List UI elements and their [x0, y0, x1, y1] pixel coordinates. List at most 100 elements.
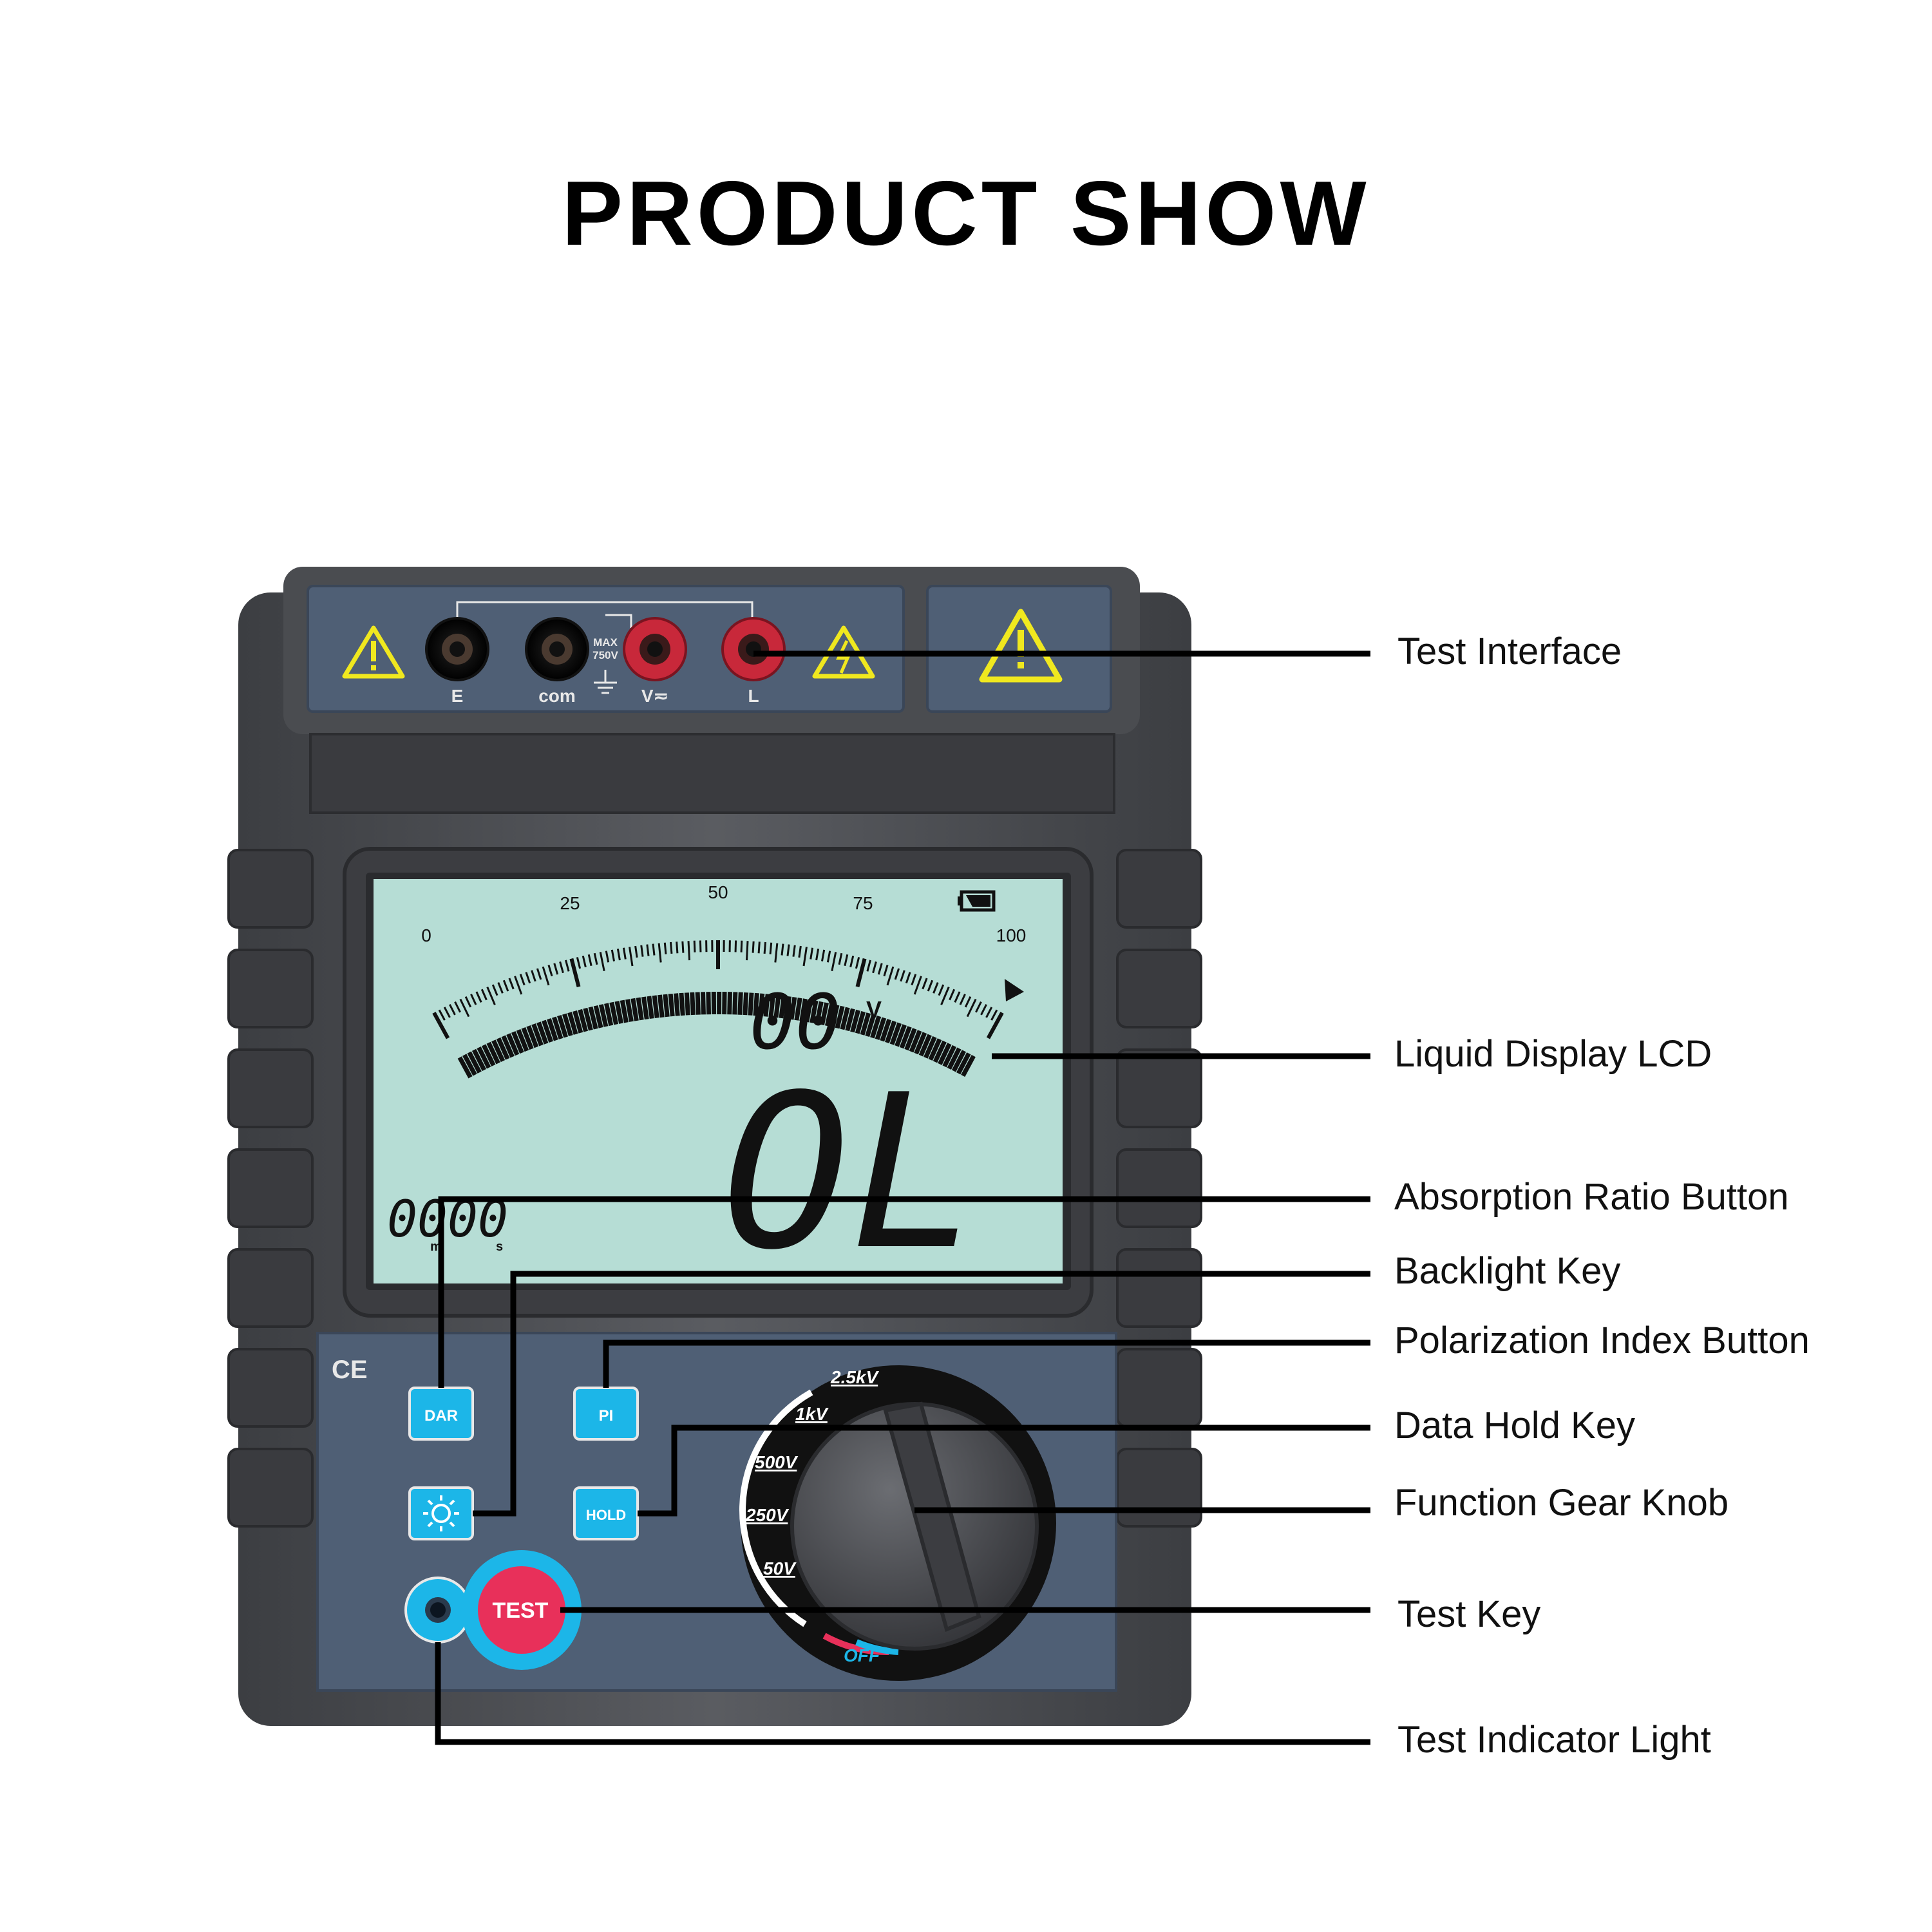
- scale-bar-segment: [690, 992, 696, 1016]
- test-button-label: TEST: [493, 1598, 549, 1623]
- scale-bar-segment: [593, 1005, 603, 1028]
- scale-tick: [831, 952, 837, 972]
- dar-button[interactable]: DAR: [408, 1387, 474, 1441]
- scale-bar-segment: [743, 992, 749, 1016]
- scale-tick: [821, 949, 826, 961]
- scale-bar-segment: [815, 1001, 824, 1025]
- scale-bar-segment: [668, 993, 675, 1017]
- jack-com[interactable]: [525, 617, 589, 681]
- scale-tick: [734, 940, 737, 952]
- callout-test-key: Test Key: [1397, 1593, 1541, 1635]
- scale-bar-segment: [918, 1034, 932, 1057]
- scale-tick: [954, 991, 961, 1003]
- scale-bar-segment: [850, 1009, 860, 1033]
- scale-tick: [629, 947, 634, 967]
- lcd-main-reading: OL: [722, 1049, 978, 1296]
- scale-bar-segment: [462, 1054, 477, 1076]
- scale-tick: [900, 970, 905, 982]
- scale-tick: [438, 1009, 446, 1021]
- scale-tick: [949, 989, 956, 1001]
- test-indicator-light: [404, 1577, 471, 1643]
- scale-bar-segment: [737, 992, 743, 1015]
- scale-tick: [582, 955, 587, 968]
- scale-bar-segment: [657, 994, 665, 1018]
- scale-bar-segment: [506, 1033, 520, 1056]
- scale-tick: [669, 942, 673, 954]
- scale-tick: [872, 961, 877, 974]
- ground-icon: [594, 670, 617, 694]
- scale-bar-segment: [870, 1015, 882, 1039]
- scale-bar-segment: [895, 1024, 907, 1047]
- scale-bar-segment: [789, 996, 797, 1020]
- scale-bar-segment: [625, 999, 634, 1022]
- scale-tick: [559, 961, 564, 974]
- scale-bar-segment: [496, 1037, 510, 1060]
- scale-bar-segment: [562, 1013, 573, 1037]
- scale-tick: [792, 945, 796, 957]
- scale-bar-segment: [829, 1004, 840, 1028]
- knob-label-2-5kv: 2.5kV: [830, 1367, 879, 1387]
- scale-tick: [815, 949, 820, 961]
- scale-bar-segment: [753, 992, 759, 1016]
- scale-bar-segment: [516, 1029, 529, 1052]
- scale-tick: [536, 968, 542, 980]
- right-grips: [1116, 849, 1202, 1528]
- knob-label-250v: 250V: [745, 1505, 790, 1525]
- jack-e-label: E: [451, 686, 464, 706]
- scale-tick: [593, 952, 598, 965]
- hold-button[interactable]: HOLD: [573, 1486, 639, 1540]
- warning-icon: [342, 625, 405, 679]
- pi-button[interactable]: PI: [573, 1387, 639, 1441]
- jack-e[interactable]: [425, 617, 489, 681]
- scale-bar-segment: [491, 1039, 506, 1063]
- scale-bar-segment: [578, 1009, 588, 1032]
- jack-v[interactable]: [623, 617, 687, 681]
- scale-tick: [877, 963, 883, 975]
- callout-backlight-key: Backlight Key: [1394, 1250, 1621, 1292]
- lcd-analog-scale: [432, 940, 1004, 1079]
- scale-tick: [826, 951, 831, 963]
- terminal-bracket: [456, 601, 753, 628]
- scale-bar-segment: [928, 1038, 942, 1061]
- scale-tick: [565, 960, 570, 972]
- scale-bar-segment: [961, 1054, 976, 1077]
- scale-label-50: 50: [708, 882, 728, 902]
- scale-tick: [938, 984, 945, 996]
- scale-tick: [449, 1004, 456, 1016]
- test-button[interactable]: TEST: [462, 1550, 582, 1670]
- max-label: MAX: [593, 636, 618, 649]
- backlight-button[interactable]: [408, 1486, 474, 1540]
- sun-icon: [423, 1495, 459, 1531]
- jack-l[interactable]: [721, 617, 786, 681]
- scale-tick: [774, 943, 779, 963]
- scale-bar-segment: [588, 1006, 598, 1030]
- lcd-timer-unit-s: s: [496, 1240, 503, 1254]
- scale-tick: [616, 949, 621, 961]
- scale-bar-segment: [567, 1012, 578, 1035]
- scale-tick: [980, 1004, 987, 1016]
- function-knob[interactable]: [739, 1365, 1056, 1681]
- scale-tick: [990, 1009, 998, 1021]
- scale-tick: [459, 998, 470, 1018]
- scale-bar-segment: [951, 1050, 967, 1072]
- scale-bar-segment: [636, 997, 644, 1021]
- scale-bar-segment: [573, 1010, 583, 1034]
- scale-bar-segment: [885, 1020, 897, 1044]
- scale-bar-segment: [875, 1017, 887, 1040]
- scale-bar-segment: [511, 1031, 524, 1054]
- scale-bar-segment: [609, 1001, 619, 1025]
- scale-bar-segment: [904, 1028, 917, 1051]
- scale-tick: [964, 996, 972, 1008]
- scale-tick: [432, 1012, 450, 1039]
- scale-bar-segment: [773, 994, 781, 1018]
- scale-tick: [443, 1007, 451, 1018]
- scale-bar-segment: [804, 999, 813, 1023]
- scale-bar-segment: [547, 1018, 558, 1041]
- scale-bar-segment: [947, 1047, 961, 1070]
- scale-bar-segment: [598, 1004, 609, 1027]
- jack-l-label: L: [748, 686, 759, 706]
- scale-bar-segment: [679, 992, 685, 1016]
- scale-bar-segment: [860, 1012, 871, 1036]
- scale-bar-segment: [526, 1025, 539, 1048]
